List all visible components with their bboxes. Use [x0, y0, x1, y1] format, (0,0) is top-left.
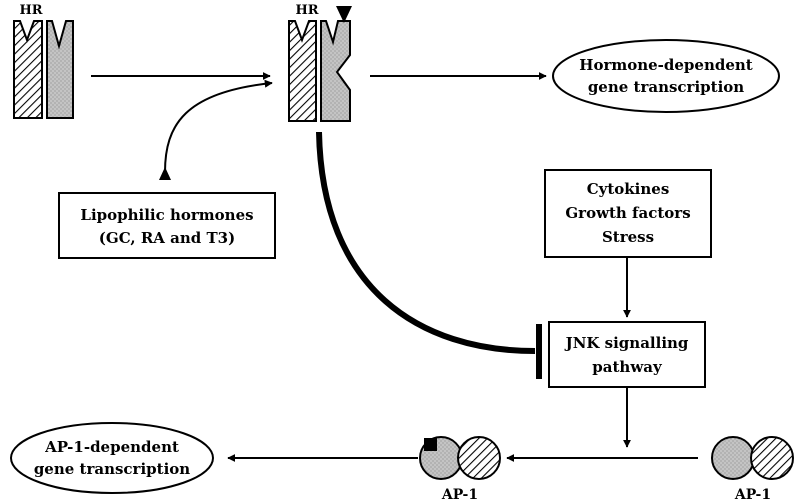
receptor-unbound-ligand-binding-half: [46, 20, 74, 119]
receptor-bound-label: HR: [295, 3, 318, 18]
stimuli-line-3: Stress: [602, 228, 654, 246]
ap1-activated-subunit-right: [457, 436, 501, 480]
hormone-dependent-transcription-ellipse: Hormone-dependent gene transcription: [552, 39, 780, 113]
ap1-activated-dimer: AP-1: [419, 436, 501, 503]
hormone-transcription-line-2: gene transcription: [588, 78, 744, 96]
jnk-signalling-box: JNK signalling pathway: [548, 321, 706, 388]
lipophilic-hormones-line-2: (GC, RA and T3): [99, 229, 235, 247]
arrow-hormone-binding-tail: [159, 167, 171, 180]
receptor-unbound-hatched-half: [13, 20, 43, 119]
stimuli-line-2: Growth factors: [565, 204, 690, 222]
ap1-inactive-subunit-right: [750, 436, 794, 480]
ap1-inactive-subunit-left: [711, 436, 755, 480]
ap1-dependent-transcription-ellipse: AP-1-dependent gene transcription: [10, 422, 214, 494]
stimuli-box: Cytokines Growth factors Stress: [544, 169, 712, 258]
phosphorylation-mark-icon: [424, 438, 437, 451]
inhibition-line: [316, 131, 536, 354]
stimuli-line-1: Cytokines: [587, 180, 670, 198]
lipophilic-hormones-box: Lipophilic hormones (GC, RA and T3): [58, 192, 276, 259]
receptor-unbound-label: HR: [19, 3, 42, 18]
receptor-bound-ligand-binding-half: [320, 20, 351, 122]
hormone-transcription-line-1: Hormone-dependent: [579, 56, 753, 74]
ap1-transcription-line-1: AP-1-dependent: [44, 438, 179, 456]
ap1-inactive-dimer: AP-1: [711, 436, 794, 503]
receptor-bound: HR: [288, 3, 352, 122]
arrow-hormone-binding: [164, 79, 273, 173]
receptor-bound-hatched-half: [288, 20, 317, 122]
ap1-inactive-label: AP-1: [734, 487, 771, 503]
jnk-line-1: JNK signalling: [564, 334, 689, 352]
jnk-line-2: pathway: [592, 358, 663, 376]
ap1-transcription-line-2: gene transcription: [34, 460, 190, 478]
ap1-activated-label: AP-1: [441, 487, 478, 503]
receptor-unbound: HR: [13, 3, 74, 119]
lipophilic-hormones-line-1: Lipophilic hormones: [80, 206, 253, 224]
bound-ligand-triangle-icon: [336, 6, 352, 23]
